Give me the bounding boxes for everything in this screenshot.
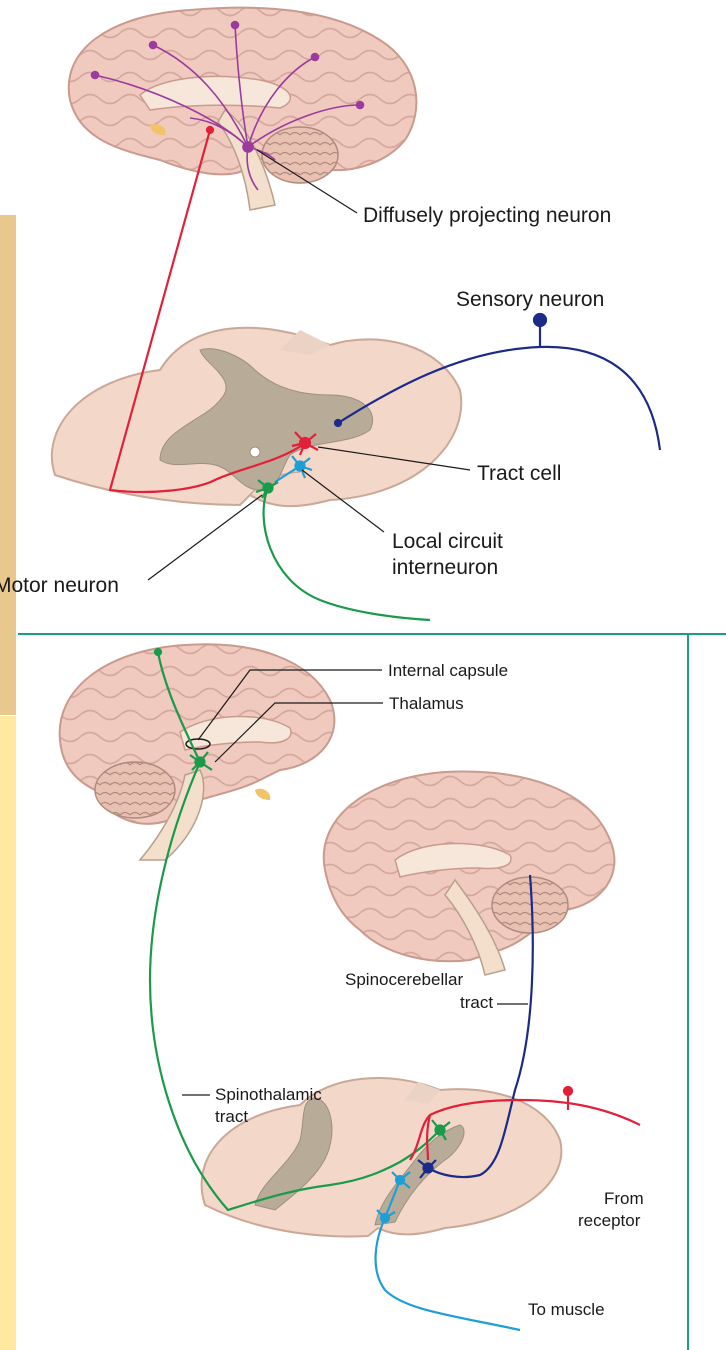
label-from: From — [604, 1189, 644, 1209]
label-local-circuit: Local circuit — [392, 530, 503, 555]
label-spinocerebellar-tract: tract — [460, 993, 493, 1013]
label-spinocerebellar: Spinocerebellar — [345, 970, 463, 990]
label-sensory-neuron: Sensory neuron — [456, 288, 604, 313]
label-to-muscle: To muscle — [528, 1300, 605, 1320]
label-diffusely-projecting-neuron: Diffusely projecting neuron — [363, 204, 611, 229]
lower-left-brain — [60, 644, 335, 860]
label-tract-cell: Tract cell — [477, 462, 561, 487]
label-internal-capsule: Internal capsule — [388, 661, 508, 681]
label-spinothalamic-tract: tract — [215, 1107, 248, 1127]
label-motor-neuron: Motor neuron — [0, 574, 119, 599]
label-interneuron: interneuron — [392, 556, 498, 581]
label-spinothalamic: Spinothalamic — [215, 1085, 322, 1105]
lower-right-brain — [324, 772, 615, 975]
label-receptor: receptor — [578, 1211, 640, 1231]
label-thalamus: Thalamus — [389, 694, 464, 714]
